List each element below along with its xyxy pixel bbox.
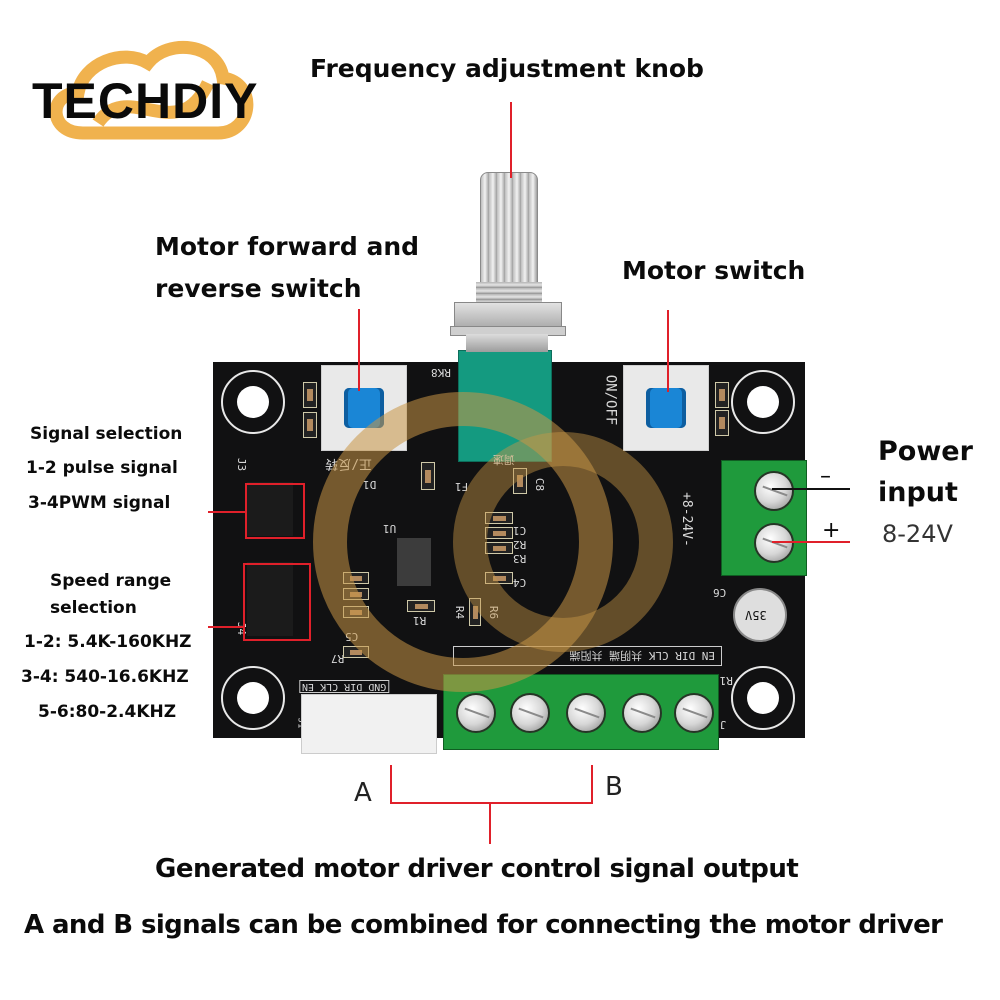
terminal-screw[interactable]: [674, 693, 714, 733]
motor-on-off-button[interactable]: [646, 388, 686, 428]
forward-reverse-label-line2: reverse switch: [155, 274, 362, 303]
motor-switch-pointer-line: [667, 310, 669, 392]
speed-range-pointer-line: [208, 626, 244, 628]
terminal-screw[interactable]: [456, 693, 496, 733]
signal-terminal-block-b: [443, 674, 719, 750]
silk-header-a-pins: GND DIR CLK EN: [299, 680, 390, 693]
bracket-b-vertical: [591, 765, 593, 803]
bracket-stem: [489, 802, 491, 844]
power-minus-label: –: [820, 464, 831, 489]
output-b-label: B: [605, 772, 623, 802]
speed-range-title-2: selection: [50, 598, 137, 618]
power-voltage-label: 8-24V: [882, 520, 953, 548]
cap-voltage: 35V: [745, 608, 767, 622]
signal-header-a[interactable]: [301, 694, 437, 754]
speed-range-option-1: 1-2: 5.4K-160KHZ: [24, 632, 192, 652]
bracket-a-vertical: [390, 765, 392, 803]
power-input-label-1: Power: [878, 436, 973, 467]
terminal-screw[interactable]: [510, 693, 550, 733]
mounting-hole-top-left: [221, 370, 285, 434]
smd-component: [303, 412, 317, 438]
speed-jumper-highlight: [243, 563, 311, 641]
power-positive-pointer-line: [772, 541, 850, 543]
capacitor-c6: 35V: [733, 588, 787, 642]
terminal-screw[interactable]: [566, 693, 606, 733]
signal-option-pwm: 3-4PWM signal: [28, 493, 171, 513]
motor-on-off-switch[interactable]: [623, 365, 709, 451]
logo: TECHDIY: [28, 38, 278, 153]
motor-switch-label: Motor switch: [622, 256, 806, 285]
signal-jumper-highlight: [245, 483, 305, 539]
forward-reverse-pointer-line: [358, 309, 360, 391]
silk-rk8: RK8: [431, 366, 451, 379]
smd-component: [715, 382, 729, 408]
speed-range-option-3: 5-6:80-2.4KHZ: [38, 702, 177, 722]
signal-selection-pointer-line: [208, 511, 246, 513]
bracket-horizontal: [390, 802, 593, 804]
mounting-hole-top-right: [731, 370, 795, 434]
logo-cloud-icon: [49, 41, 254, 140]
power-screw-positive[interactable]: [754, 523, 794, 563]
knob-threaded-shaft: [476, 282, 542, 304]
knob-bushing: [466, 334, 548, 352]
watermark-logo: [453, 432, 673, 652]
power-negative-pointer-line: [772, 488, 850, 490]
signal-selection-title: Signal selection: [30, 424, 183, 444]
mounting-hole-bottom-left: [221, 666, 285, 730]
output-a-label: A: [354, 778, 372, 808]
output-caption: Generated motor driver control signal ou…: [155, 854, 799, 884]
silk-c6: C6: [713, 586, 727, 599]
logo-text: TECHDIY: [32, 73, 259, 129]
smd-component: [303, 382, 317, 408]
silk-power-range: +8-24V-: [678, 492, 694, 547]
frequency-knob[interactable]: [480, 172, 538, 284]
power-input-label-2: input: [878, 477, 958, 508]
mounting-hole-bottom-right: [731, 666, 795, 730]
silk-on-off: ON/OFF: [602, 374, 619, 426]
combine-caption: A and B signals can be combined for conn…: [24, 910, 943, 940]
jumper-header-j4[interactable]: [247, 562, 293, 636]
power-terminal-block: [721, 460, 807, 576]
terminal-screw[interactable]: [622, 693, 662, 733]
forward-reverse-label-line1: Motor forward and: [155, 232, 420, 261]
power-plus-label: +: [822, 518, 841, 543]
speed-range-option-2: 3-4: 540-16.6KHZ: [21, 667, 189, 687]
jumper-header-j3[interactable]: [247, 482, 293, 536]
speed-range-title-1: Speed range: [50, 571, 172, 591]
pcb-board: RK8 ON/OFF 正/反转 调速 J3 J4 J1 J2 D1 R5 F1 …: [213, 350, 807, 754]
signal-option-pulse: 1-2 pulse signal: [26, 458, 178, 478]
frequency-knob-label: Frequency adjustment knob: [310, 54, 704, 83]
knob-pointer-line: [510, 102, 512, 178]
power-screw-negative[interactable]: [754, 471, 794, 511]
silk-j3: J3: [235, 457, 249, 472]
smd-component: [715, 410, 729, 436]
